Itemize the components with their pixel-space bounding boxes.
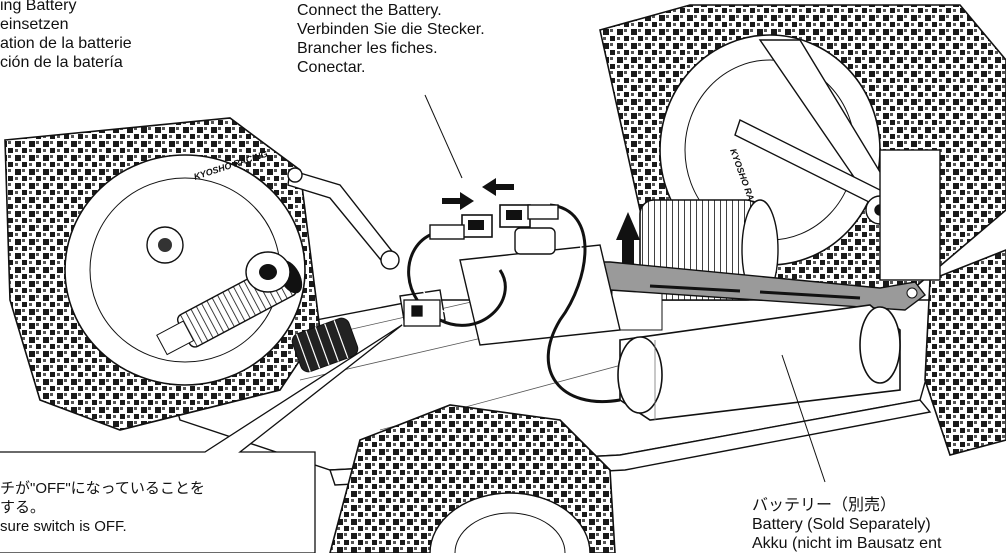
connect-arrows-icon <box>442 178 514 210</box>
connector-male <box>499 204 559 228</box>
title-line-fr: ation de la batterie <box>0 35 132 52</box>
switch-line-ja2: する。 <box>0 499 46 516</box>
title-line-es: ción de la batería <box>0 54 123 71</box>
battery-line-de: Akku (nicht im Bausatz ent <box>752 535 942 552</box>
left-shock-absorber <box>156 251 359 373</box>
front-bottom-tire <box>329 404 616 553</box>
switch-off-note: チが"OFF"になっていることを する。 sure switch is OFF. <box>0 479 205 536</box>
title-line-en: ing Battery <box>0 0 77 14</box>
connector-female <box>429 214 493 240</box>
front-left-tire: KYOSHO RACING <box>4 117 321 431</box>
battery-install-title: ing Battery einsetzen ation de la batter… <box>0 0 132 72</box>
connect-line-de: Verbinden Sie die Stecker. <box>297 21 485 38</box>
connect-line-es: Conectar. <box>297 59 366 76</box>
steering-link <box>287 167 400 270</box>
connect-battery-label: Connect the Battery. Verbinden Sie die S… <box>297 1 485 77</box>
switch-line-en: sure switch is OFF. <box>0 518 127 535</box>
connect-line-fr: Brancher les fiches. <box>297 40 438 57</box>
rear-suspension <box>734 39 941 281</box>
connect-line-en: Connect the Battery. <box>297 2 442 19</box>
switch-line-ja: チが"OFF"になっていることを <box>0 480 205 497</box>
battery-line-en: Battery (Sold Separately) <box>752 516 931 533</box>
battery-line-ja: バッテリー（別売） <box>752 497 897 514</box>
title-line-de: einsetzen <box>0 16 69 33</box>
battery-sold-separately-label: バッテリー（別売） Battery (Sold Separately) Akku… <box>752 496 941 553</box>
power-switch <box>403 299 441 327</box>
switch-callout-box <box>0 324 403 553</box>
